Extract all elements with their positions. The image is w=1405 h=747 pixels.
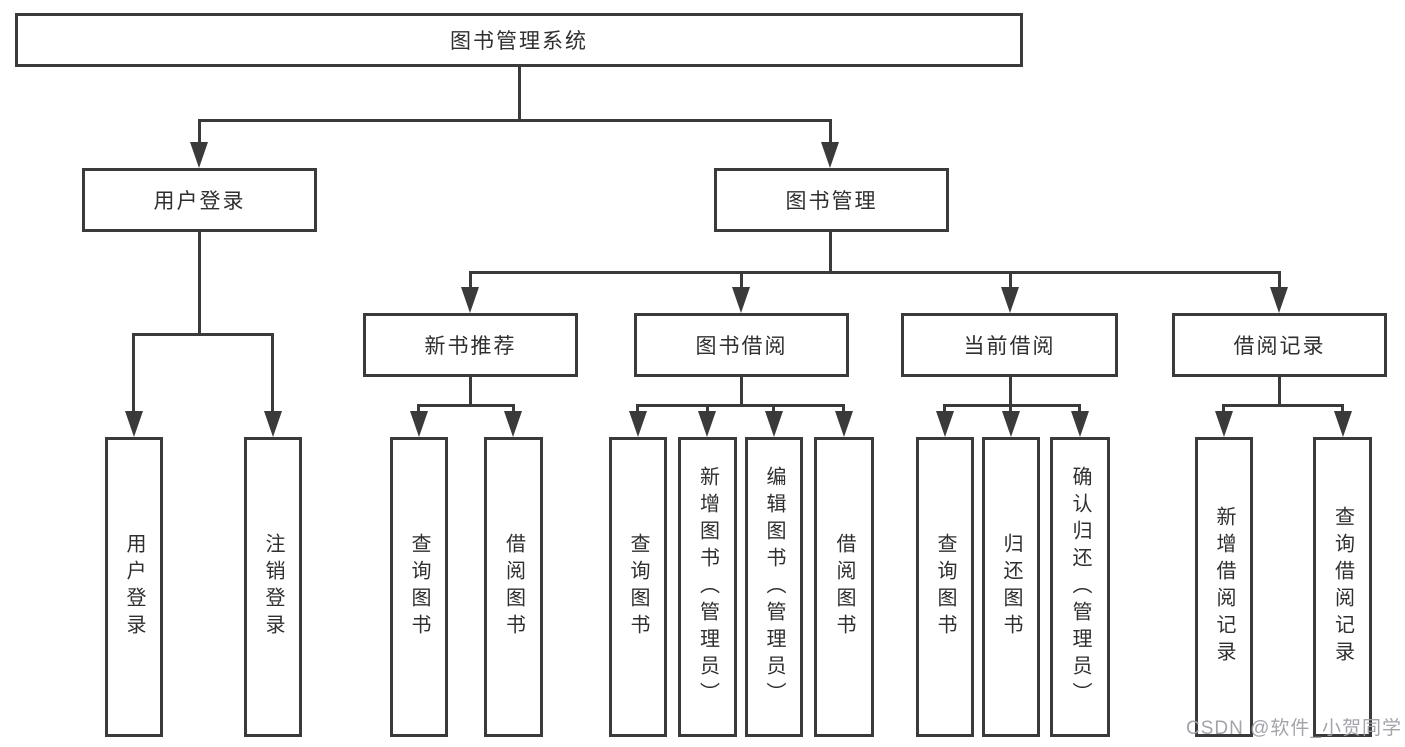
connector-group-branch bbox=[417, 404, 515, 407]
node-book-borrowing: 图书借阅 bbox=[634, 313, 849, 377]
connector-level3-drop bbox=[1009, 271, 1012, 291]
leaf-logout: 注销登录 bbox=[244, 437, 302, 737]
connector-group-stem bbox=[1278, 377, 1281, 407]
arrow-down-icon bbox=[835, 411, 853, 437]
connector-group-branch bbox=[943, 404, 1081, 407]
arrow-down-icon bbox=[410, 411, 428, 437]
arrow-down-icon bbox=[1071, 411, 1089, 437]
arrow-down-icon bbox=[629, 411, 647, 437]
arrow-down-icon bbox=[1270, 287, 1288, 313]
connector-user-login-stem bbox=[198, 232, 201, 336]
connector-group-stem bbox=[740, 377, 743, 407]
arrow-down-icon bbox=[1334, 411, 1352, 437]
leaf-add-books-admin: 新增图书（管理员） bbox=[678, 437, 737, 737]
leaf-confirm-return-admin: 确认归还（管理员） bbox=[1050, 437, 1110, 737]
node-current-borrowing: 当前借阅 bbox=[901, 313, 1118, 377]
arrow-down-icon bbox=[504, 411, 522, 437]
csdn-watermark: CSDN @软件_小贺同学 bbox=[1186, 718, 1402, 739]
leaf-borrow-books-recommend: 借阅图书 bbox=[484, 437, 543, 737]
arrow-down-icon bbox=[821, 142, 839, 168]
connector-root-branch bbox=[198, 119, 832, 122]
leaf-query-books-recommend: 查询图书 bbox=[390, 437, 448, 737]
connector-book-management-drop bbox=[829, 119, 832, 147]
arrow-down-icon bbox=[1002, 411, 1020, 437]
node-root: 图书管理系统 bbox=[15, 13, 1023, 67]
connector-group-branch bbox=[636, 404, 845, 407]
arrow-down-icon bbox=[190, 142, 208, 168]
connector-book-management-stem bbox=[829, 232, 832, 274]
arrow-down-icon bbox=[1001, 287, 1019, 313]
connector-level3-drop bbox=[1278, 271, 1281, 291]
connector-group-stem bbox=[1009, 377, 1012, 407]
leaf-user-login: 用户登录 bbox=[105, 437, 163, 737]
connector-level3-drop bbox=[740, 271, 743, 291]
arrow-down-icon bbox=[1215, 411, 1233, 437]
arrow-down-icon bbox=[264, 411, 282, 437]
connector-leaf-drop bbox=[132, 333, 135, 417]
connector-root-drop bbox=[518, 67, 521, 121]
connector-user-login-drop bbox=[198, 119, 201, 147]
leaf-query-books-borrowing: 查询图书 bbox=[609, 437, 667, 737]
connector-level3-drop bbox=[469, 271, 472, 291]
leaf-query-books-current: 查询图书 bbox=[916, 437, 974, 737]
connector-book-management-branch bbox=[469, 271, 1281, 274]
connector-group-stem bbox=[469, 377, 472, 407]
leaf-borrow-books-borrowing: 借阅图书 bbox=[814, 437, 874, 737]
leaf-return-books: 归还图书 bbox=[982, 437, 1040, 737]
arrow-down-icon bbox=[125, 411, 143, 437]
arrow-down-icon bbox=[698, 411, 716, 437]
arrow-down-icon bbox=[732, 287, 750, 313]
node-borrowing-records: 借阅记录 bbox=[1172, 313, 1387, 377]
connector-leaf-drop bbox=[271, 333, 274, 417]
node-user-login: 用户登录 bbox=[82, 168, 317, 232]
node-new-book-recommendation: 新书推荐 bbox=[363, 313, 578, 377]
connector-user-login-branch bbox=[132, 333, 274, 336]
arrow-down-icon bbox=[461, 287, 479, 313]
leaf-query-borrow-record: 查询借阅记录 bbox=[1313, 437, 1372, 737]
arrow-down-icon bbox=[936, 411, 954, 437]
connector-group-branch bbox=[1222, 404, 1343, 407]
arrow-down-icon bbox=[765, 411, 783, 437]
leaf-edit-books-admin: 编辑图书（管理员） bbox=[745, 437, 803, 737]
node-book-management: 图书管理 bbox=[714, 168, 949, 232]
leaf-add-borrow-record: 新增借阅记录 bbox=[1195, 437, 1253, 737]
